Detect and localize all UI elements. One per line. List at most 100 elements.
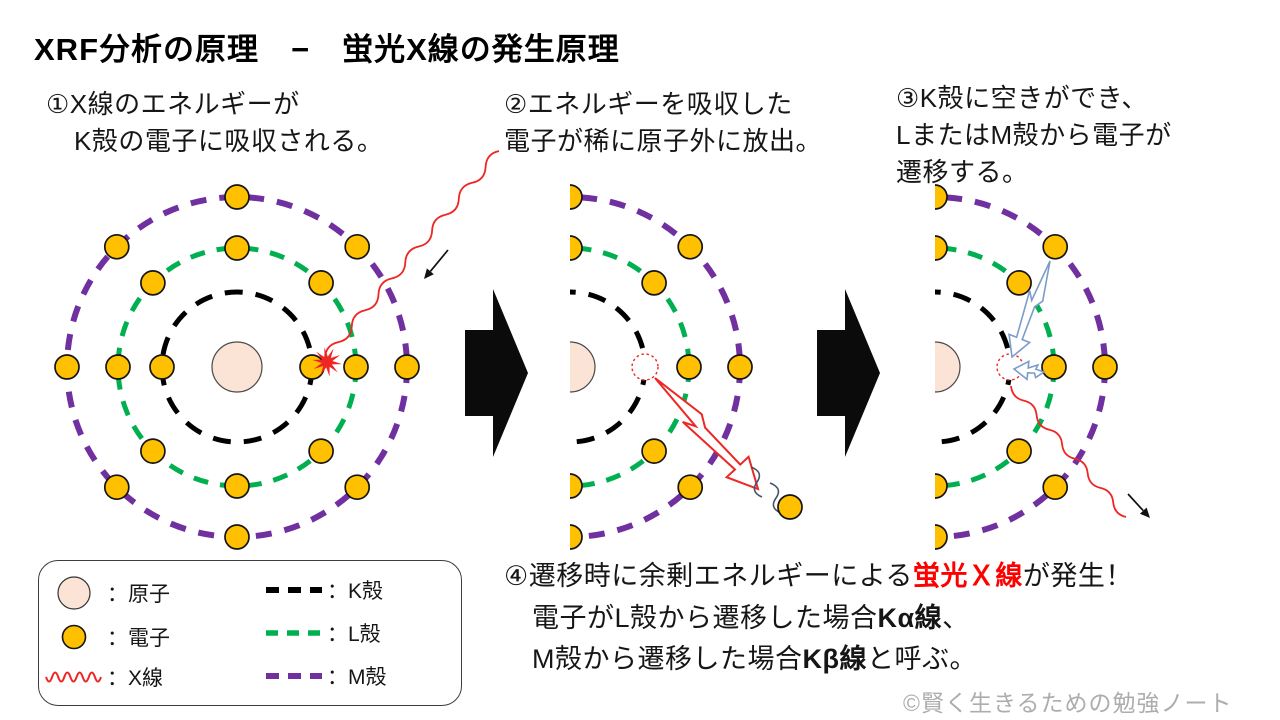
caption-step2-line1: ②エネルギーを吸収した	[504, 89, 793, 119]
electron	[570, 524, 583, 550]
electron	[676, 354, 702, 380]
electron	[935, 524, 948, 550]
caption-step3-line3: 遷移する。	[896, 156, 1029, 187]
electron	[570, 473, 583, 499]
step4-line2: 電子がL殻から遷移した場合Kα線、	[504, 598, 1133, 640]
electron	[344, 233, 371, 260]
motion-squiggle	[750, 466, 763, 498]
absorption-burst	[312, 347, 342, 377]
k-shell-vacancy	[631, 353, 659, 381]
electron	[641, 270, 667, 296]
legend-label-atom: ：原子	[107, 583, 170, 606]
atom-icon	[41, 573, 107, 613]
page-title: XRF分析の原理 − 蛍光X線の発生原理	[34, 32, 620, 67]
caption-step1: ①X線のエネルギーが K殻の電子に吸収される。	[46, 86, 383, 160]
electron	[105, 354, 131, 380]
transition-arrow-from-m	[1008, 260, 1051, 359]
electron	[1042, 233, 1069, 260]
legend-box: ：原子 ：電子 ：X線 ：K殻 ：L殻	[38, 560, 462, 706]
k-alpha-label: Kα線	[877, 602, 943, 633]
atom-diagram-1	[54, 184, 420, 550]
ejection-arrow	[654, 377, 760, 491]
legend-item-l-shell: ：L殻	[261, 618, 457, 648]
conclusion-text: ④遷移時に余剰エネルギーによる蛍光Ｘ線が発生！ 電子がL殻から遷移した場合Kα線…	[504, 556, 1133, 681]
electron	[935, 473, 948, 499]
electron	[224, 235, 250, 261]
transition-arrow-from-l	[1012, 360, 1046, 381]
electron	[54, 354, 80, 380]
legend-label-k-shell: ：K殻	[327, 580, 384, 604]
legend-item-k-shell: ：K殻	[261, 575, 457, 605]
nucleus	[211, 341, 263, 393]
electron	[140, 438, 166, 464]
electron-icon	[41, 621, 107, 653]
step4-line2-pre: 電子がL殻から遷移した場合	[532, 602, 878, 633]
caption-step3-line2: LまたはM殻から電子が	[896, 119, 1172, 150]
legend-item-xray: ：X線	[41, 661, 261, 693]
electron	[935, 184, 948, 210]
electron	[641, 438, 667, 464]
fluorescent-xray-direction-arrow	[1127, 493, 1144, 512]
atom-diagram-3	[935, 184, 1118, 550]
step4-line3-pre: M殻から遷移した場合	[532, 644, 803, 675]
caption-step2-line2: 電子が稀に原子外に放出。	[504, 125, 823, 156]
xray-direction-arrow	[429, 249, 449, 272]
electron	[149, 354, 175, 380]
electron	[224, 473, 250, 499]
electron	[103, 233, 130, 260]
electron	[1006, 270, 1032, 296]
legend-label-electron: ：電子	[107, 627, 170, 650]
electron	[677, 233, 704, 260]
step4-line1: ④遷移時に余剰エネルギーによる蛍光Ｘ線が発生！	[504, 556, 1133, 598]
electron	[677, 474, 704, 501]
electron	[727, 354, 753, 380]
legend-item-atom: ：原子	[41, 573, 261, 613]
legend-label-xray: ：X線	[107, 667, 164, 690]
electron	[308, 270, 334, 296]
legend-item-m-shell: ：M殻	[261, 661, 457, 691]
m-shell-icon	[261, 670, 327, 682]
electron	[1092, 354, 1118, 380]
electron	[570, 184, 583, 210]
l-shell-icon	[261, 627, 327, 639]
caption-step2: ②エネルギーを吸収した 電子が稀に原子外に放出。	[504, 86, 822, 160]
electron	[570, 235, 583, 261]
step4-line2-post: 、	[942, 602, 970, 633]
legend-label-m-shell: ：M殻	[327, 665, 387, 689]
electron	[1042, 474, 1069, 501]
step4-line3-post: と呼ぶ。	[866, 644, 977, 675]
electron	[140, 270, 166, 296]
electron	[308, 438, 334, 464]
caption-step3-line1: ③K殻に空きができ、	[896, 83, 1148, 113]
caption-step1-line1: ①X線のエネルギーが	[46, 89, 300, 119]
electron	[777, 494, 803, 520]
step-arrow-1	[465, 289, 528, 457]
caption-step1-line2: K殻の電子に吸収される。	[74, 125, 384, 156]
electron	[224, 184, 250, 210]
xray-direction-arrow-head	[424, 268, 434, 279]
electron	[344, 474, 371, 501]
fluorescent-xray-wave	[1010, 385, 1127, 518]
electron	[224, 524, 250, 550]
legend-item-electron: ：電子	[41, 621, 261, 653]
nucleus	[570, 341, 596, 393]
motion-squiggle	[769, 482, 782, 514]
copyright-watermark: ©賢く生きるための勉強ノート	[903, 690, 1233, 716]
fluorescent-xray-highlight: 蛍光Ｘ線	[912, 561, 1023, 591]
legend-column-symbols: ：原子 ：電子 ：X線	[41, 569, 261, 697]
electron	[1041, 354, 1067, 380]
incoming-xray-wave	[324, 150, 500, 359]
legend-label-l-shell: ：L殻	[327, 622, 381, 646]
electron	[935, 235, 948, 261]
step4-line1-post: が発生！	[1022, 561, 1133, 591]
k-beta-label: Kβ線	[802, 644, 867, 675]
step-arrow-2	[817, 289, 880, 457]
atom-diagram-2	[570, 184, 753, 550]
caption-step3: ③K殻に空きができ、 LまたはM殻から電子が 遷移する。	[896, 80, 1172, 191]
xray-icon	[41, 661, 107, 693]
step4-line3: M殻から遷移した場合Kβ線と呼ぶ。	[504, 639, 1133, 681]
electron	[394, 354, 420, 380]
electron	[103, 474, 130, 501]
legend-column-shells: ：K殻 ：L殻 ：M殻	[261, 569, 457, 697]
